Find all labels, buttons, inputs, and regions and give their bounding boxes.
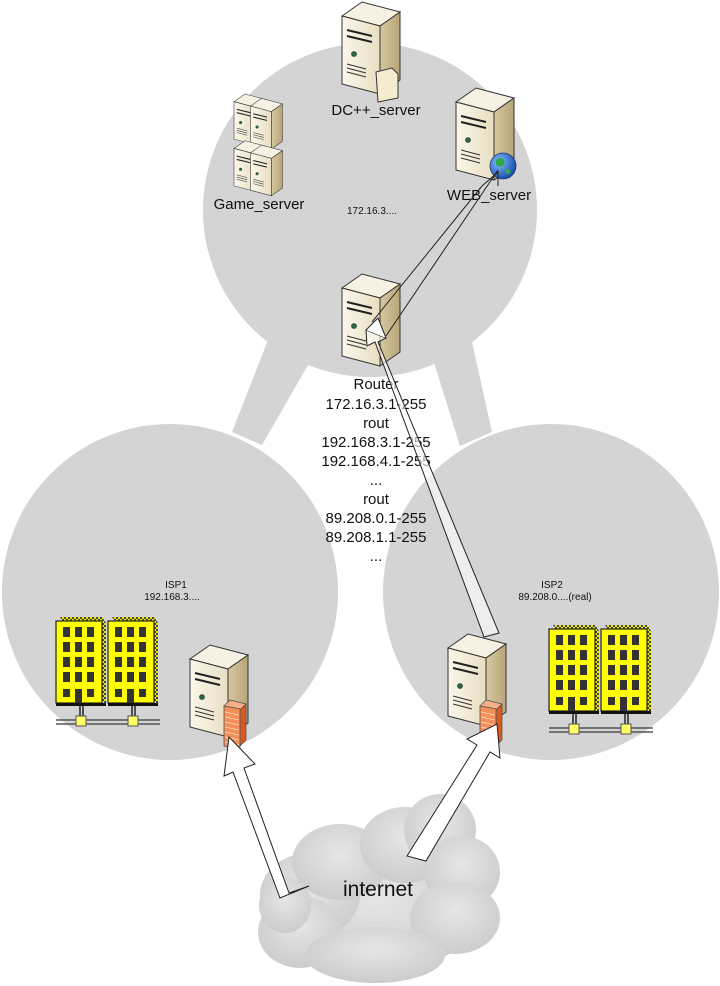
isp1-subnet: 192.168.3.... <box>144 592 200 603</box>
connector-core-isp2 <box>432 342 492 446</box>
game-server[interactable]: Game_server <box>214 93 305 213</box>
router-line: rout <box>363 491 390 508</box>
router[interactable] <box>341 273 401 367</box>
firewall-icon <box>223 699 247 750</box>
connector-core-isp1 <box>232 340 312 445</box>
internet-label: internet <box>343 878 413 901</box>
router-line: ... <box>370 472 383 489</box>
router-line: 89.208.0.1-255 <box>326 510 427 527</box>
router-line: 192.168.3.1-255 <box>321 434 430 451</box>
web-server-label: WEB_server <box>447 187 531 204</box>
dc-server[interactable]: DC++_server <box>331 1 421 119</box>
isp1-zone-labels: ISP1 192.168.3.... <box>144 580 200 603</box>
internet-cloud: internet <box>258 794 500 983</box>
arrow-router-to-web <box>371 169 499 337</box>
arrow-internet-to-isp2 <box>406 723 501 862</box>
server-cluster-icon <box>233 93 283 197</box>
core-subnet-label: 172.16.3.... <box>347 206 397 217</box>
isp1-title: ISP1 <box>165 580 187 591</box>
folder-icon <box>375 67 399 103</box>
arrow-isp2-to-router <box>365 317 500 638</box>
router-line: 89.208.1.1-255 <box>326 529 427 546</box>
router-server-icon <box>341 273 401 367</box>
isp2-zone-labels: ISP2 89.208.0....(real) <box>518 580 591 603</box>
globe-land <box>496 158 511 175</box>
zone-connectors <box>232 340 492 446</box>
router-line: rout <box>363 415 390 432</box>
router-line: Router <box>353 376 398 393</box>
isp2-subnet: 89.208.0....(real) <box>518 592 591 603</box>
zone-core <box>203 43 537 377</box>
router-line: ... <box>370 548 383 565</box>
arrow-internet-to-isp1 <box>223 735 310 899</box>
router-line: 192.168.4.1-255 <box>321 453 430 470</box>
router-line: 172.16.3.1-255 <box>326 396 427 413</box>
dc-server-label: DC++_server <box>331 102 420 119</box>
isp2-title: ISP2 <box>541 580 563 591</box>
game-server-label: Game_server <box>214 196 305 213</box>
file-server-icon <box>341 1 401 103</box>
